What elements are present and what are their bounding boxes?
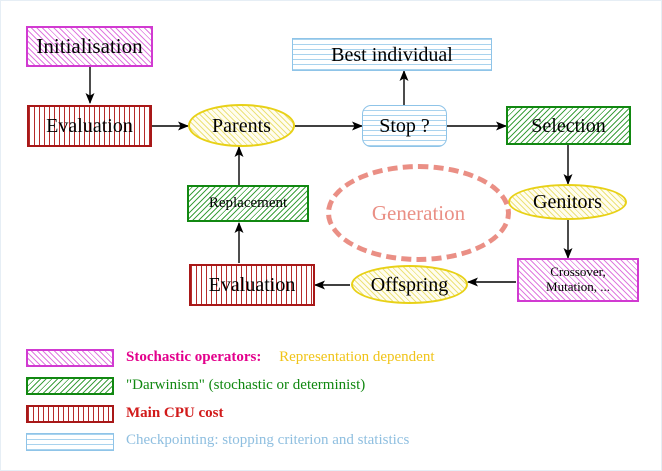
node-evaluation-bottom[interactable]: Evaluation (189, 264, 315, 306)
node-evaluation-top-label: Evaluation (46, 115, 133, 137)
legend-swatch-main-cpu-cost (26, 405, 114, 423)
legend-label-darwinism: "Darwinism" (stochastic or determinist) (126, 377, 365, 394)
node-selection[interactable]: Selection (506, 106, 631, 145)
legend-text-stochastic-operators: Stochastic operators: (126, 349, 262, 365)
legend-label-main-cpu-cost: Main CPU cost (126, 405, 224, 422)
node-genitors-label: Genitors (533, 191, 602, 213)
legend-swatch-darwinism (26, 377, 114, 395)
legend-text-darwinism: "Darwinism" (stochastic or determinist) (126, 377, 366, 393)
node-crossover-label-line1: Crossover, (550, 264, 606, 280)
node-crossover-mutation[interactable]: Crossover, Mutation, ... (517, 258, 639, 302)
node-replacement[interactable]: Replacement (187, 185, 309, 222)
node-initialisation-label: Initialisation (36, 34, 143, 58)
node-parents[interactable]: Parents (188, 104, 295, 147)
legend-text-representation-dependent: Representation dependent (279, 349, 435, 365)
node-stop[interactable]: Stop ? (362, 105, 447, 147)
node-parents-label: Parents (212, 114, 271, 137)
node-replacement-label: Replacement (208, 195, 288, 212)
node-initialisation[interactable]: Initialisation (26, 26, 153, 67)
legend-label-stochastic-operators: Stochastic operators: Representation dep… (126, 349, 435, 366)
legend-text-main-cpu-cost: Main CPU cost (126, 405, 224, 421)
node-selection-label: Selection (531, 114, 606, 137)
node-stop-label: Stop ? (379, 115, 430, 137)
legend-text-checkpointing: Checkpointing: stopping criterion and st… (126, 432, 410, 448)
node-crossover-label-line2: Mutation, ... (546, 279, 610, 294)
legend-swatch-checkpointing (26, 433, 114, 451)
node-generation-label: Generation (371, 200, 466, 225)
node-evaluation-top[interactable]: Evaluation (27, 105, 152, 147)
node-generation-boundary: Generation (326, 164, 511, 262)
node-offspring[interactable]: Offspring (351, 265, 468, 304)
node-genitors[interactable]: Genitors (508, 184, 627, 220)
legend-label-checkpointing: Checkpointing: stopping criterion and st… (126, 432, 409, 449)
node-best-individual-label: Best individual (331, 43, 453, 66)
node-offspring-label: Offspring (370, 273, 449, 296)
legend-swatch-stochastic-operators (26, 349, 114, 367)
node-best-individual[interactable]: Best individual (292, 38, 492, 71)
node-evaluation-bottom-label: Evaluation (208, 274, 296, 296)
